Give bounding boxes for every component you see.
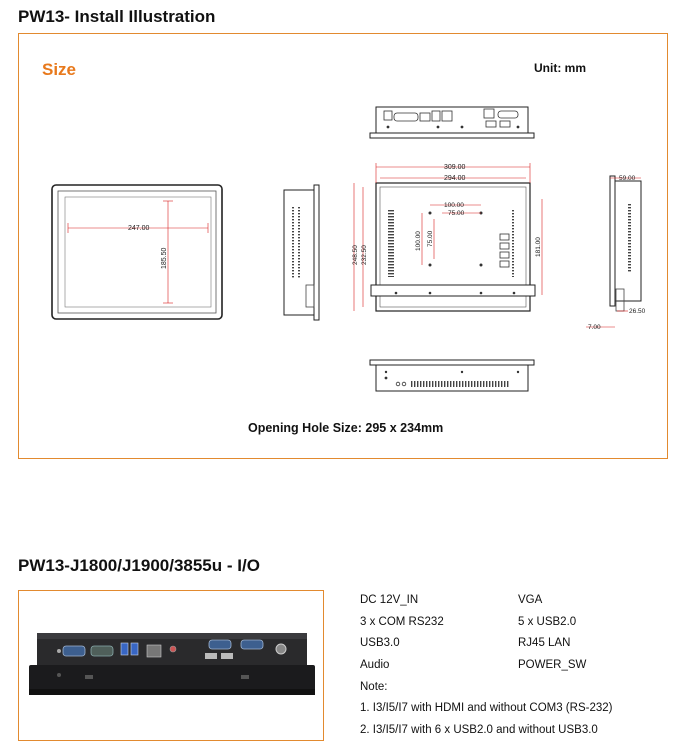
size-panel: [18, 33, 668, 459]
rear-height-right-label: 181.00: [535, 237, 542, 257]
hole-spacing-h2-label: 75.00: [448, 210, 465, 217]
size-label: Size: [42, 60, 77, 79]
hole-spacing-v2-label: 75.00: [427, 230, 434, 247]
rear-width-inner-label: 294.00: [444, 175, 466, 182]
install-section-title: PW13- Install Illustration: [18, 7, 216, 26]
depth-lower-label: 26.50: [629, 308, 646, 315]
bottom-view: [369, 359, 535, 392]
right-side-view: 59.00 7.00 26.50: [586, 175, 646, 331]
io-item-usb3: USB3.0: [360, 637, 400, 649]
hole-spacing-v1-label: 100.00: [415, 231, 422, 251]
hole-spacing-h1-label: 100.00: [444, 202, 464, 209]
io-note-label: Note:: [360, 681, 388, 693]
rear-height-outer-label: 248.50: [352, 245, 359, 265]
left-side-view: [283, 184, 320, 321]
rear-height-inner-label: 232.50: [361, 245, 368, 265]
rear-view: 309.00 294.00 100.00 75.00 100.00 75.00 …: [352, 163, 543, 312]
io-photo-panel: [18, 590, 324, 741]
io-item-audio: Audio: [360, 659, 390, 671]
front-view: 247.00 185.50: [51, 184, 223, 320]
rear-width-outer-label: 309.00: [444, 164, 466, 171]
io-item-lan: RJ45 LAN: [518, 637, 571, 649]
front-width-label: 247.00: [128, 225, 150, 232]
io-item-power-sw: POWER_SW: [518, 659, 587, 671]
install-drawing: 247.00 185.50: [51, 106, 646, 392]
io-note-2: 2. I3/I5/I7 with 6 x USB2.0 and without …: [360, 724, 598, 736]
io-note-1: 1. I3/I5/I7 with HDMI and without COM3 (…: [360, 702, 613, 714]
depth-label: 59.00: [619, 175, 636, 182]
bezel-label: 7.00: [588, 324, 601, 331]
io-panel-photo: [29, 633, 315, 695]
top-view: [369, 106, 535, 139]
front-height-label: 185.50: [161, 247, 168, 269]
io-item-com: 3 x COM RS232: [360, 616, 444, 628]
unit-label: Unit: mm: [534, 61, 586, 75]
io-item-dc-in: DC 12V_IN: [360, 594, 419, 606]
opening-hole-size: Opening Hole Size: 295 x 234mm: [248, 421, 444, 435]
io-item-vga: VGA: [518, 594, 543, 606]
io-section-title: PW13-J1800/J1900/3855u - I/O: [18, 556, 260, 575]
io-item-usb2: 5 x USB2.0: [518, 616, 577, 628]
